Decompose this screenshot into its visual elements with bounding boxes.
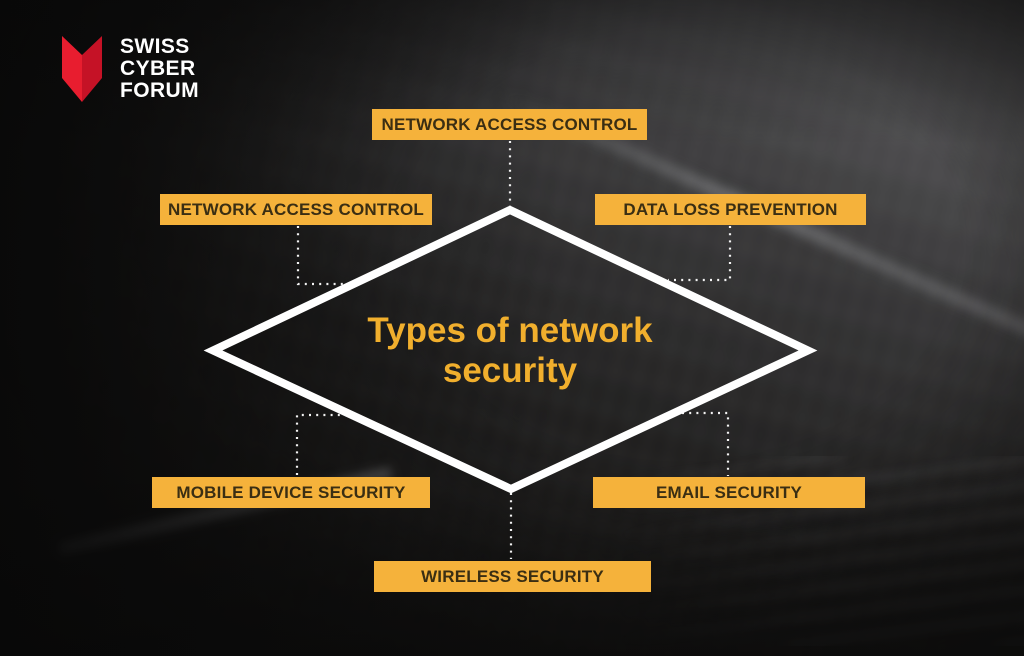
connector-upper-right: [668, 226, 732, 282]
diagram-title: Types of network security: [367, 311, 653, 390]
node-label-mobile-device-security: MOBILE DEVICE SECURITY: [152, 477, 430, 508]
node-label-data-loss-prevention: DATA LOSS PREVENTION: [595, 194, 866, 225]
node-label-wireless-security: WIRELESS SECURITY: [374, 561, 651, 592]
connector-upper-left: [296, 226, 350, 286]
node-label-network-access-control-left: NETWORK ACCESS CONTROL: [160, 194, 432, 225]
connector-lower-right: [682, 411, 730, 476]
diamond-shape: [203, 205, 818, 494]
brand-line-1: SWISS: [120, 35, 190, 58]
brand-line-3: FORUM: [120, 79, 199, 102]
brand-wordmark: SWISS CYBER FORUM: [120, 36, 199, 102]
node-label-email-security: EMAIL SECURITY: [593, 477, 865, 508]
connector-lower-left: [295, 413, 347, 476]
brand-line-2: CYBER: [120, 57, 196, 80]
swiss-cyber-forum-logo-icon: [62, 36, 102, 102]
node-label-network-access-control-top: NETWORK ACCESS CONTROL: [372, 109, 647, 140]
brand-logo: SWISS CYBER FORUM: [62, 36, 199, 102]
